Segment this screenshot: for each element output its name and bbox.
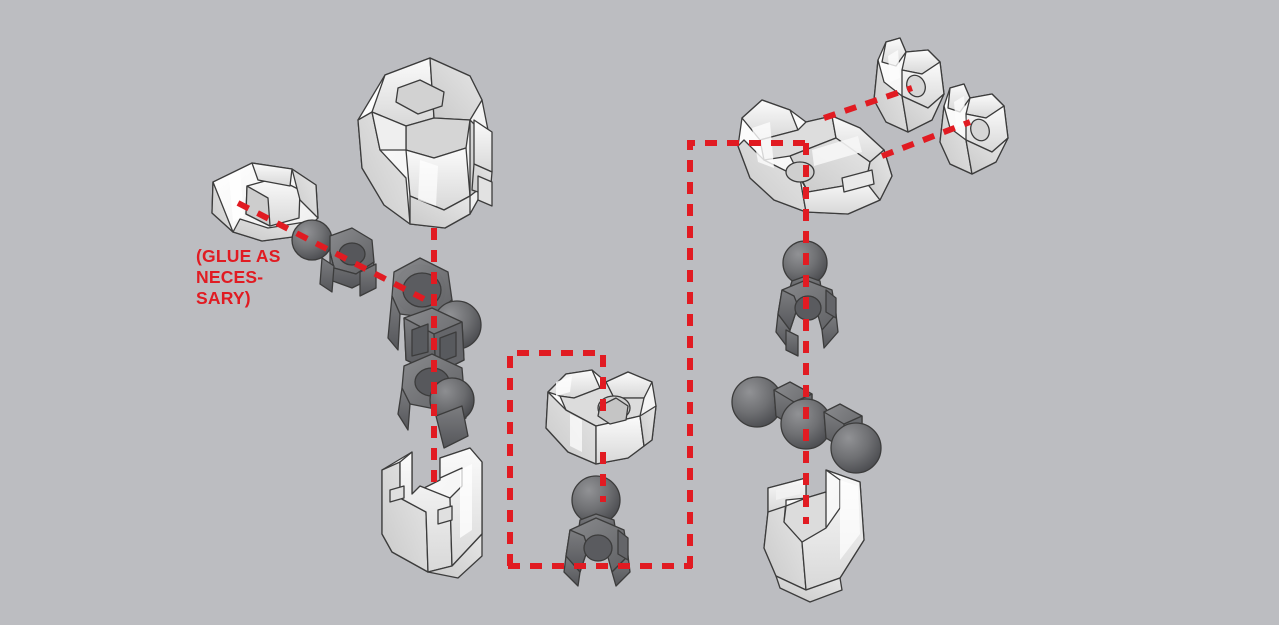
dark-ball-cluster [291, 219, 482, 449]
right-white-clip-lower [939, 83, 1009, 175]
right-white-cradle [763, 469, 865, 603]
right-white-clip-upper [873, 37, 945, 133]
assembly-line-right-outer [687, 140, 808, 568]
center-white-socket [545, 369, 657, 465]
right-ball-clamp [775, 240, 839, 357]
glue-as-necessary-note: (GLUE AS NECES- SARY) [196, 246, 281, 308]
assembly-lines-layer [236, 85, 972, 569]
left-white-bracket [381, 447, 483, 579]
assembly-line-center-bracket [507, 350, 606, 566]
center-ball-clamp [563, 475, 631, 587]
top-white-body [357, 57, 493, 229]
parts-layer [211, 37, 1009, 603]
assembly-line-right-clip-upper [823, 85, 913, 121]
assembly-line-right-clip-lower [880, 119, 972, 159]
right-white-body [737, 99, 893, 215]
